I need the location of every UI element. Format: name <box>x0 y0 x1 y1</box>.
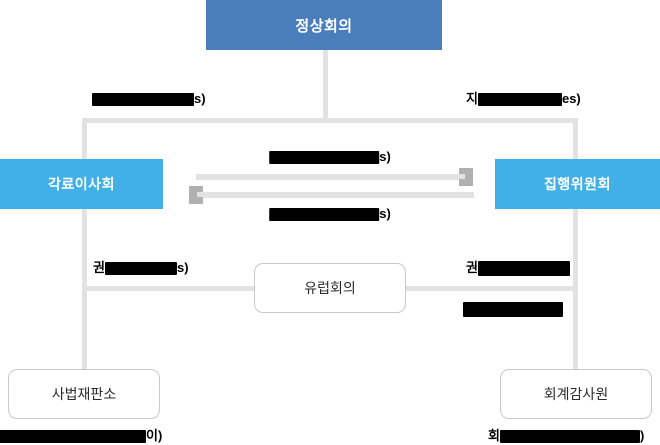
node-council[interactable]: 각료이사회 <box>0 159 163 209</box>
connector-council-to-parliament <box>82 286 257 291</box>
node-council-label: 각료이사회 <box>48 176 115 192</box>
node-audit[interactable]: 회계감사원 <box>500 369 652 419</box>
caption-audit: 회) <box>488 427 644 444</box>
edge-label-center-lower: s) <box>269 205 391 222</box>
node-summit[interactable]: 정상회의 <box>206 0 442 50</box>
node-commission-label: 집행위원회 <box>544 176 611 192</box>
redaction-bar <box>104 262 177 276</box>
edge-label-summit-right: 지 es) <box>466 90 581 107</box>
node-summit-label: 정상회의 <box>295 17 353 35</box>
edge-label-center-upper-suffix: s) <box>379 149 391 164</box>
edge-label-commission-down-b <box>463 300 563 318</box>
caption-audit-prefix: 회 <box>488 428 500 443</box>
redaction-bar <box>477 93 562 107</box>
redaction-bar <box>92 93 194 107</box>
caption-audit-suffix: ) <box>639 428 645 443</box>
caption-court-suffix: 이) <box>146 428 163 443</box>
arrow-lower-head-icon <box>189 186 203 204</box>
edge-label-summit-left: s) <box>92 90 206 107</box>
edge-label-council-down: 권 s) <box>93 259 189 276</box>
connector-top-bar <box>82 118 578 123</box>
edge-label-council-down-prefix: 권 <box>93 260 105 275</box>
connector-summit-stem <box>323 50 328 120</box>
edge-label-center-upper: s) <box>269 148 391 165</box>
connector-to-council <box>82 118 87 160</box>
connector-commission-to-parliament <box>405 286 578 291</box>
edge-label-summit-left-suffix: s) <box>194 91 206 106</box>
edge-label-council-down-suffix: s) <box>176 260 189 275</box>
caption-court: 이) <box>0 427 162 444</box>
connector-commission-down <box>573 209 578 384</box>
edge-label-center-lower-suffix: s) <box>379 206 391 221</box>
redaction-bar <box>269 151 380 165</box>
node-parliament[interactable]: 유럽회의 <box>254 263 406 313</box>
connector-council-down <box>82 209 87 384</box>
connector-to-commission <box>573 118 578 160</box>
edge-label-summit-right-suffix: es) <box>561 91 581 106</box>
edge-label-summit-right-prefix: 지 <box>466 91 478 106</box>
redaction-bar <box>269 208 380 222</box>
arrow-lower-shaft <box>196 192 474 198</box>
redaction-bar <box>463 302 563 318</box>
edge-label-commission-down-a: 권 <box>466 259 570 277</box>
node-parliament-label: 유럽회의 <box>304 280 356 296</box>
node-court-label: 사법재판소 <box>51 386 117 402</box>
node-audit-label: 회계감사원 <box>543 386 609 402</box>
node-commission[interactable]: 집행위원회 <box>495 159 660 209</box>
arrow-upper-shaft <box>196 174 466 180</box>
redaction-bar <box>477 261 570 277</box>
redaction-bar <box>499 430 640 444</box>
arrow-upper-head-icon <box>459 168 473 186</box>
node-court[interactable]: 사법재판소 <box>8 369 160 419</box>
redaction-bar <box>0 430 146 444</box>
edge-label-commission-down-a-prefix: 권 <box>466 260 478 275</box>
